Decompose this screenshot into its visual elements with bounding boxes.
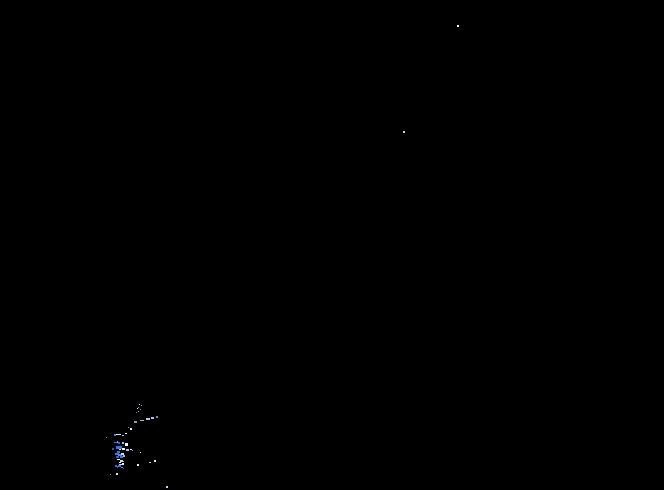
glint-speck <box>114 464 117 467</box>
glint-speck <box>126 449 129 451</box>
glint-speck <box>122 455 125 457</box>
glint-speck <box>116 455 119 458</box>
glint-speck <box>117 451 120 453</box>
glint-speck <box>129 448 132 450</box>
glint-speck <box>140 408 141 410</box>
glint-speck <box>122 434 124 436</box>
glint-speck <box>114 434 116 436</box>
glint-speck <box>117 458 120 460</box>
glint-speck <box>125 432 127 434</box>
glint-speck <box>155 416 158 418</box>
glint-speck <box>120 459 123 462</box>
glint-speck <box>165 486 168 488</box>
glint-speck <box>154 460 156 462</box>
glint-speck <box>121 452 124 455</box>
glint-speck <box>125 443 128 446</box>
glint-speck <box>128 427 129 428</box>
glint-speck <box>136 408 138 409</box>
glint-speck <box>117 442 120 444</box>
glint-speck <box>149 462 151 463</box>
glint-speck <box>403 131 405 133</box>
glint-speck <box>137 406 139 408</box>
glint-speck <box>117 465 121 467</box>
glint-speck <box>106 437 107 438</box>
glint-speck <box>141 405 142 406</box>
glint-speck <box>122 460 124 462</box>
glint-speck <box>116 446 122 449</box>
glint-speck <box>138 411 139 412</box>
glint-speck <box>118 453 122 456</box>
glint-speck <box>457 25 459 27</box>
glint-speck <box>120 466 123 468</box>
glint-speck <box>119 448 121 450</box>
glint-speck <box>130 428 132 430</box>
glint-speck <box>139 451 141 453</box>
glint-speck <box>139 404 140 405</box>
glint-speck <box>122 442 124 444</box>
glint-speck <box>137 464 139 466</box>
glint-speck <box>116 433 121 435</box>
glint-speck <box>114 452 119 455</box>
glint-speck <box>151 417 154 419</box>
glint-speck <box>118 461 121 463</box>
glint-speck <box>116 466 118 468</box>
glint-speck <box>116 441 118 443</box>
glint-speck <box>131 450 133 451</box>
glint-speck <box>122 448 125 450</box>
glint-speck <box>116 473 118 475</box>
glint-speck <box>112 448 114 450</box>
glint-speck <box>140 419 144 421</box>
glint-speck <box>135 412 137 413</box>
glint-speck <box>121 463 124 465</box>
glint-speck <box>122 467 124 469</box>
glint-speck <box>119 456 123 458</box>
glint-speck <box>146 418 150 420</box>
glint-speck <box>134 421 137 423</box>
glint-speck <box>119 463 123 465</box>
glint-speck <box>110 474 111 475</box>
glint-speck <box>114 441 117 443</box>
